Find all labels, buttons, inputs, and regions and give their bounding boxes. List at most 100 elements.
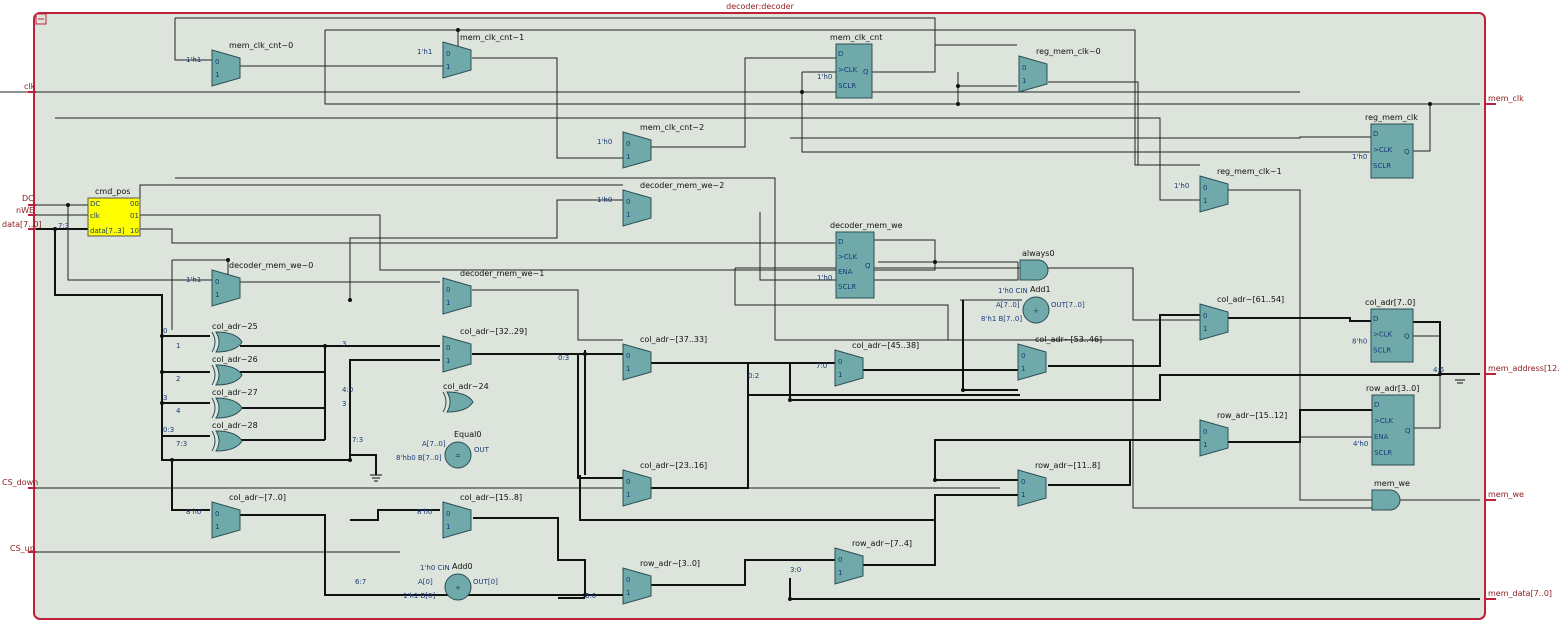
mux-col-adr-37-33[interactable]: col_adr~[37..33]01 bbox=[622, 335, 707, 381]
cmd-pos-pin-clk: clk bbox=[90, 212, 101, 220]
xor-gate-col-adr-25[interactable]: col_adr~25 bbox=[211, 322, 258, 353]
register-const: 1'h0 bbox=[817, 73, 832, 81]
xor-gate-col-adr-26[interactable]: col_adr~26 bbox=[211, 355, 258, 386]
cmd-pos-out-00: 00 bbox=[130, 200, 139, 208]
mux-col-adr-15-8[interactable]: col_adr~[15..8]018'h0 bbox=[417, 493, 522, 539]
mux-pin-1: 1 bbox=[446, 523, 450, 531]
register-label: row_adr[3..0] bbox=[1366, 384, 1419, 393]
port-mem-address: mem_address[12..0] bbox=[1488, 364, 1560, 373]
mux-pin-1: 1 bbox=[215, 291, 219, 299]
bus-label: 4:0 bbox=[342, 386, 353, 394]
mux-label: col_adr~[45..38] bbox=[852, 341, 919, 350]
mux-pin-0: 0 bbox=[626, 140, 630, 148]
mux-decoder-mem-we-1[interactable]: decoder_mem_we~101 bbox=[442, 269, 544, 315]
cmd-pos-pin-data: data[7..3] bbox=[90, 227, 125, 235]
mux-pin-0: 0 bbox=[838, 556, 842, 564]
mux-col-adr-53-46[interactable]: col_adr~[53..46]01 bbox=[1017, 335, 1102, 381]
register-pin-clk: >CLK bbox=[838, 66, 858, 74]
mux-pin-0: 0 bbox=[1203, 428, 1207, 436]
register-pin-d: D bbox=[1373, 315, 1378, 323]
mux-col-adr-61-54[interactable]: col_adr~[61..54]01 bbox=[1199, 295, 1284, 341]
mux-row-adr-15-12[interactable]: row_adr~[15..12]01 bbox=[1199, 411, 1287, 457]
cmd-pos-block[interactable]: cmd_pos DC clk data[7..3] 00 01 10 bbox=[87, 187, 141, 237]
bus-label: 1 bbox=[176, 342, 180, 350]
gate-layer: col_adr~25 col_adr~26col_adr~27col_adr~28… bbox=[211, 249, 1410, 511]
register-label: decoder_mem_we bbox=[830, 221, 903, 230]
mux-col-adr-7-0[interactable]: col_adr~[7..0]018'h0 bbox=[186, 493, 286, 539]
port-CS-down: CS_down bbox=[2, 478, 38, 487]
register-const: 1'h0 bbox=[817, 274, 832, 282]
xor-label: col_adr~25 bbox=[212, 322, 258, 331]
mux-pin-0: 0 bbox=[626, 576, 630, 584]
register-q: Q bbox=[1405, 427, 1411, 435]
bus-label: 7:3 bbox=[58, 222, 69, 230]
mux-reg-mem-clk-0[interactable]: reg_mem_clk~001 bbox=[1018, 47, 1101, 93]
mux-pin-0: 0 bbox=[838, 358, 842, 366]
mux-pin-1: 1 bbox=[626, 153, 630, 161]
register-pin-ena: ENA bbox=[838, 268, 853, 276]
bus-label: 3 bbox=[342, 340, 346, 348]
adder-a: A[7..0] bbox=[996, 301, 1020, 309]
xor-gate-col-adr-28[interactable]: col_adr~28 bbox=[211, 421, 258, 452]
adder-out: OUT[0] bbox=[473, 578, 498, 586]
mux-label: col_adr~[7..0] bbox=[229, 493, 286, 502]
and-gate-always0[interactable]: always0 bbox=[1019, 249, 1055, 281]
xor-gate-col-adr-27[interactable]: col_adr~27 bbox=[211, 388, 258, 419]
bus-label: 0:3 bbox=[558, 354, 569, 362]
register-const: 1'h0 bbox=[1352, 153, 1367, 161]
register-pin-sclr: SCLR bbox=[838, 82, 856, 90]
register-pin-d: D bbox=[838, 238, 843, 246]
mux-pin-1: 1 bbox=[626, 365, 630, 373]
mux-pin-0: 0 bbox=[215, 510, 219, 518]
port-CS-up: CS_up bbox=[10, 544, 35, 553]
register-layer: mem_clk_cntD>CLKSCLRQ1'h0reg_mem_clkD>CL… bbox=[817, 33, 1419, 466]
mux-label: row_adr~[11..8] bbox=[1035, 461, 1100, 470]
mux-label: mem_clk_cnt~1 bbox=[460, 33, 524, 42]
register-label: col_adr[7..0] bbox=[1365, 298, 1415, 307]
register-pin-ena: ENA bbox=[1374, 433, 1389, 441]
mux-label: reg_mem_clk~0 bbox=[1036, 47, 1101, 56]
mux-row-adr-3-0[interactable]: row_adr~[3..0]01 bbox=[622, 559, 700, 605]
wiring bbox=[55, 17, 1441, 509]
mux-col-adr-23-16[interactable]: col_adr~[23..16]01 bbox=[622, 461, 707, 507]
and-gate-mem-we[interactable]: mem_we bbox=[1371, 479, 1410, 511]
register-pin-d: D bbox=[1373, 130, 1378, 138]
mux-pin-0: 0 bbox=[1021, 478, 1025, 486]
mux-pin-0: 0 bbox=[446, 344, 450, 352]
adder-plus: + bbox=[455, 584, 461, 592]
and-label: always0 bbox=[1022, 249, 1055, 258]
bus-label: 0:2 bbox=[748, 372, 759, 380]
mux-col-adr-32-29[interactable]: col_adr~[32..29]01 bbox=[442, 327, 527, 373]
register-pin-sclr: SCLR bbox=[1373, 346, 1391, 354]
mux-const: 1'h1 bbox=[186, 56, 201, 64]
bus-label: 3 bbox=[342, 400, 346, 408]
mux-row-adr-11-8[interactable]: row_adr~[11..8] 0 1 bbox=[1017, 461, 1100, 507]
port-data: data[7..0] bbox=[2, 220, 42, 229]
adder-a: A[0] bbox=[418, 578, 433, 586]
xor-gate-col-adr-24[interactable]: col_adr~24 bbox=[442, 382, 489, 413]
mux-label: mem_clk_cnt~2 bbox=[640, 123, 704, 132]
register-q: Q bbox=[865, 262, 871, 270]
mux-col-adr-45-38[interactable]: col_adr~[45..38]01 bbox=[834, 341, 919, 387]
mux-row-adr-7-4[interactable]: row_adr~[7..4]01 bbox=[834, 539, 912, 585]
port-DC: DC bbox=[22, 194, 34, 203]
mux-pin-1: 1 bbox=[626, 491, 630, 499]
mux-pin-0: 0 bbox=[1203, 312, 1207, 320]
mux-pin-1: 1 bbox=[1021, 491, 1025, 499]
adder-b: 8'h1 B[7..0] bbox=[981, 315, 1022, 323]
mux-pin-1: 1 bbox=[1203, 197, 1207, 205]
